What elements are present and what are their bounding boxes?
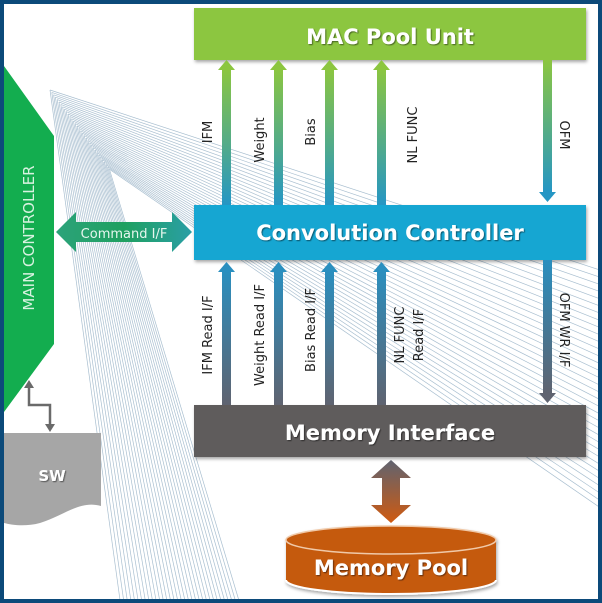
nl-func-read-label-2: Read I/F [412,309,427,362]
sw-label: SW [38,467,66,485]
weight-read-arrow [270,262,287,405]
ofm-wr-label: OFM WR I/F [556,293,571,368]
nl-func-read-arrow [373,262,390,405]
hatch-line [71,118,164,601]
hatch-line [73,121,168,601]
hatch-line [55,97,132,601]
hatch-line [53,94,128,601]
hatch-line [91,145,204,601]
hatch-line [84,135,598,407]
memory-interface-block[interactable]: Memory Interface [194,405,586,457]
hatch-line [91,144,598,435]
main-controller-block[interactable]: MAIN CONTROLLER [4,66,54,412]
mac-pool-unit-label: MAC Pool Unit [306,25,474,49]
ofm-label: OFM [556,121,571,150]
hatch-line [80,130,598,392]
diagram-frame: MAIN CONTROLLER SW Command I/F MAC Pool … [4,4,598,603]
weight-read-label: Weight Read I/F [253,284,268,386]
hatch-line [85,137,598,414]
hatch-line [49,89,121,601]
lower-arrow-labels: IFM Read I/F Weight Read I/F Bias Read I… [201,284,571,386]
bias-arrow-up [321,60,338,205]
hatch-line [94,149,598,450]
mac-pool-unit-block[interactable]: MAC Pool Unit [194,8,586,60]
weight-label: Weight [253,117,268,162]
bias-read-label: Bias Read I/F [304,288,319,372]
hatch-line [65,111,153,601]
bias-label: Bias [304,118,319,145]
hatch-line [87,140,598,421]
hatch-line [51,92,124,601]
memory-bidirectional-arrow [371,460,411,523]
memory-pool-block[interactable]: Memory Pool [285,525,497,595]
hatch-line [89,142,598,428]
ifm-read-label: IFM Read I/F [201,295,216,374]
hatch-line [82,132,598,399]
convolution-controller-label: Convolution Controller [256,221,524,245]
sw-arrowhead-up [24,380,34,388]
hatch-line [62,106,146,601]
upper-arrow-labels: IFM Weight Bias NL FUNC OFM [201,107,571,164]
convolution-controller-block[interactable]: Convolution Controller [194,205,586,260]
hatch-line [80,130,182,601]
main-controller-label: MAIN CONTROLLER [20,165,38,310]
hatch-line [56,99,135,601]
memory-interface-label: Memory Interface [285,421,495,445]
hatch-line [60,104,142,601]
nl-func-read-label-1: NL FUNC [393,307,408,364]
lower-arrows [218,260,556,405]
bias-read-arrow [321,262,338,405]
ifm-read-arrow [218,262,235,405]
hatch-line [58,101,139,601]
hatch-line [85,137,193,601]
hatch-line [64,109,150,601]
hatch-line [83,135,189,601]
sw-block[interactable]: SW [4,433,101,526]
ifm-label: IFM [201,121,216,144]
hatch-line [82,133,186,601]
sw-connector-arrow [27,386,52,424]
hatch-line [67,113,157,601]
upper-arrows [218,60,556,205]
ifm-arrow-up [218,60,235,205]
weight-arrow-up [270,60,287,205]
sw-arrowhead-down [45,424,55,432]
hatch-line [74,123,171,601]
hatch-line [69,116,160,601]
memory-pool-label: Memory Pool [314,556,468,580]
nl-func-label: NL FUNC [406,107,421,164]
hatch-line [87,140,196,601]
architecture-diagram: MAIN CONTROLLER SW Command I/F MAC Pool … [4,4,598,603]
hatch-line [93,147,598,443]
hatch-line [76,125,175,601]
ofm-arrow-down [539,60,556,202]
nl-func-arrow-up [373,60,390,205]
background-hatch-pattern [49,89,598,601]
command-if-arrow[interactable]: Command I/F [56,212,192,252]
hatch-line [78,128,178,601]
hatch-line [89,142,200,601]
ofm-wr-arrow [539,260,556,403]
command-if-label: Command I/F [81,227,168,242]
